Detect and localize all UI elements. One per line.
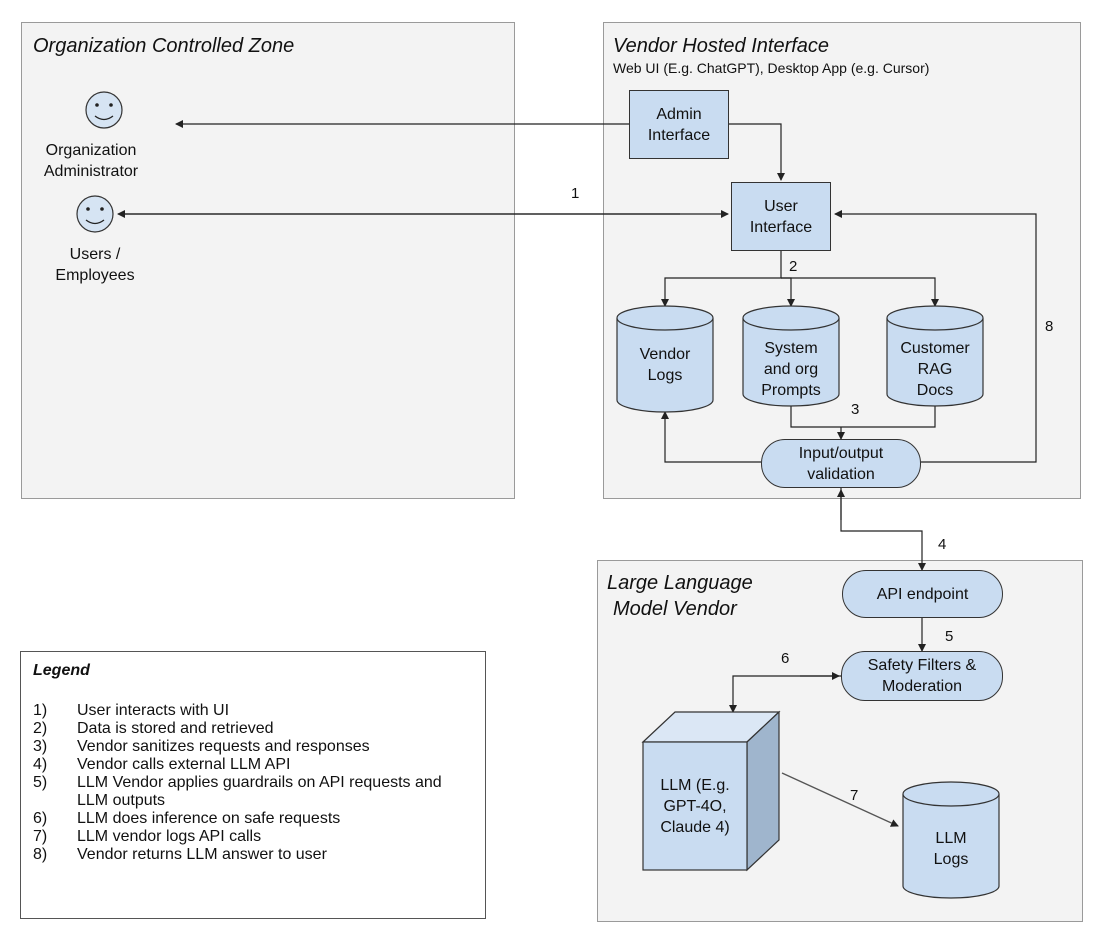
legend-item-number: 2) — [33, 720, 48, 737]
legend-item-text: LLM vendor logs API calls — [77, 828, 262, 845]
users-actor-icon — [76, 195, 114, 233]
vendor-logs-label: Vendor Logs — [617, 334, 713, 396]
step-4-number: 4 — [938, 536, 947, 553]
vendor-zone-title: Vendor Hosted Interface — [613, 35, 830, 57]
llm-zone-title-line1: Large Language — [607, 572, 753, 594]
legend-item: 2) Data is stored and retrieved — [33, 720, 473, 738]
legend-item-text: Vendor calls external LLM API — [77, 756, 291, 773]
ui-to-rag-link — [781, 277, 939, 307]
legend-item-number: 7) — [33, 828, 48, 845]
system-prompts-line3: Prompts — [761, 381, 821, 399]
legend-item-number: 5) — [33, 774, 48, 791]
safety-filters-pill: Safety Filters & Moderation — [841, 651, 1003, 701]
customer-rag-line3: Docs — [916, 381, 954, 399]
llm-line3: Claude 4) — [660, 818, 730, 836]
validation-to-api-link — [840, 488, 926, 571]
llm-logs-cylinder — [902, 781, 1000, 899]
llm-logs-line1: LLM — [935, 830, 967, 847]
vendor-zone-subtitle: Web UI (E.g. ChatGPT), Desktop App (e.g.… — [613, 60, 930, 76]
step-3-number: 3 — [851, 401, 860, 418]
users-label-line2: Employees — [55, 267, 135, 284]
llm-cube — [641, 710, 781, 872]
legend-item: 7) LLM vendor logs API calls — [33, 828, 473, 846]
step-2-number: 2 — [789, 258, 798, 275]
api-endpoint-pill: API endpoint — [842, 570, 1003, 618]
ui-to-prompts-link — [781, 277, 795, 307]
user-interface-box: User Interface — [731, 182, 831, 251]
legend-item-text: Vendor sanitizes requests and responses — [77, 738, 370, 755]
llm-logs-line2: Logs — [933, 851, 969, 868]
organization-zone-title: Organization Controlled Zone — [33, 35, 295, 57]
admin-actor-label: Organization Administrator — [26, 140, 156, 182]
legend-title: Legend — [33, 662, 90, 679]
admin-interface-line1: Admin — [656, 105, 702, 123]
safety-to-llm-link — [729, 675, 841, 713]
legend-item-text: LLM does inference on safe requests — [77, 810, 341, 827]
io-validation-line2: validation — [807, 465, 875, 483]
api-endpoint-label: API endpoint — [876, 585, 969, 603]
admin-interface-line2: Interface — [647, 126, 711, 144]
user-interface-line1: User — [764, 197, 798, 215]
validation-to-logs-link — [661, 411, 761, 463]
validation-to-ui-link — [834, 210, 1037, 463]
legend-item: 1) User interacts with UI — [33, 702, 473, 720]
customer-rag-line1: Customer — [900, 339, 970, 357]
customer-rag-label: Customer RAG Docs — [887, 334, 983, 404]
legend-item: 6) LLM does inference on safe requests — [33, 810, 473, 828]
legend-item-number: 3) — [33, 738, 48, 755]
legend-item: 5) LLM Vendor applies guardrails on API r… — [33, 774, 473, 810]
admin-actor-icon — [85, 91, 123, 129]
step-5-number: 5 — [945, 628, 954, 645]
system-prompts-label: System and org Prompts — [743, 334, 839, 404]
step-1-number: 1 — [571, 185, 580, 202]
safety-filters-line2: Moderation — [881, 678, 963, 695]
llm-to-logs-link — [781, 772, 899, 827]
llm-zone-title-line2: Model Vendor — [613, 598, 737, 620]
io-validation-pill: Input/output validation — [761, 439, 921, 488]
step-6-number: 6 — [781, 650, 790, 667]
legend-item-number: 4) — [33, 756, 48, 773]
admin-to-ui-link — [729, 123, 785, 181]
llm-logs-label: LLM Logs — [903, 818, 999, 880]
users-label-line1: Users / — [69, 246, 121, 263]
legend-item-number: 1) — [33, 702, 48, 719]
vendor-logs-line2: Logs — [647, 367, 683, 384]
legend-item-text: User interacts with UI — [77, 702, 230, 719]
admin-interface-box: Admin Interface — [629, 90, 729, 159]
vendor-logs-line1: Vendor — [639, 346, 691, 363]
legend-item: 8) Vendor returns LLM answer to user — [33, 846, 473, 864]
legend-item: 3) Vendor sanitizes requests and response… — [33, 738, 473, 756]
step-8-number: 8 — [1045, 318, 1054, 335]
customer-rag-cylinder — [886, 305, 984, 407]
legend-item-text: Vendor returns LLM answer to user — [77, 846, 327, 863]
legend-box: Legend 1) User interacts with UI 2) Data i… — [20, 651, 486, 919]
legend-item-number: 8) — [33, 846, 48, 863]
io-validation-line1: Input/output — [798, 444, 884, 462]
system-prompts-line1: System — [764, 339, 818, 357]
stores-to-validation-link — [790, 406, 936, 439]
legend-item-number: 6) — [33, 810, 48, 827]
legend-list: 1) User interacts with UI 2) Data is store… — [33, 702, 473, 864]
vendor-logs-cylinder — [616, 305, 714, 413]
system-prompts-line2: and org — [763, 360, 819, 378]
customer-rag-line2: RAG — [917, 360, 953, 378]
llm-label: LLM (E.g. GPT-4O, Claude 4) — [643, 766, 747, 846]
admin-label-line2: Administrator — [43, 163, 139, 180]
user-interface-line2: Interface — [749, 218, 813, 236]
step-7-number: 7 — [850, 787, 859, 804]
safety-filters-line1: Safety Filters & — [867, 657, 977, 674]
legend-item: 4) Vendor calls external LLM API — [33, 756, 473, 774]
admin-label-line1: Organization — [45, 142, 137, 159]
ui-to-stores-link — [661, 251, 782, 307]
users-actor-label: Users / Employees — [30, 244, 160, 286]
llm-line2: GPT-4O, — [663, 797, 727, 815]
legend-item-text: LLM Vendor applies guardrails on API req… — [77, 774, 442, 809]
legend-item-text: Data is stored and retrieved — [77, 720, 274, 737]
system-prompts-cylinder — [742, 305, 840, 407]
llm-line1: LLM (E.g. — [660, 776, 730, 794]
